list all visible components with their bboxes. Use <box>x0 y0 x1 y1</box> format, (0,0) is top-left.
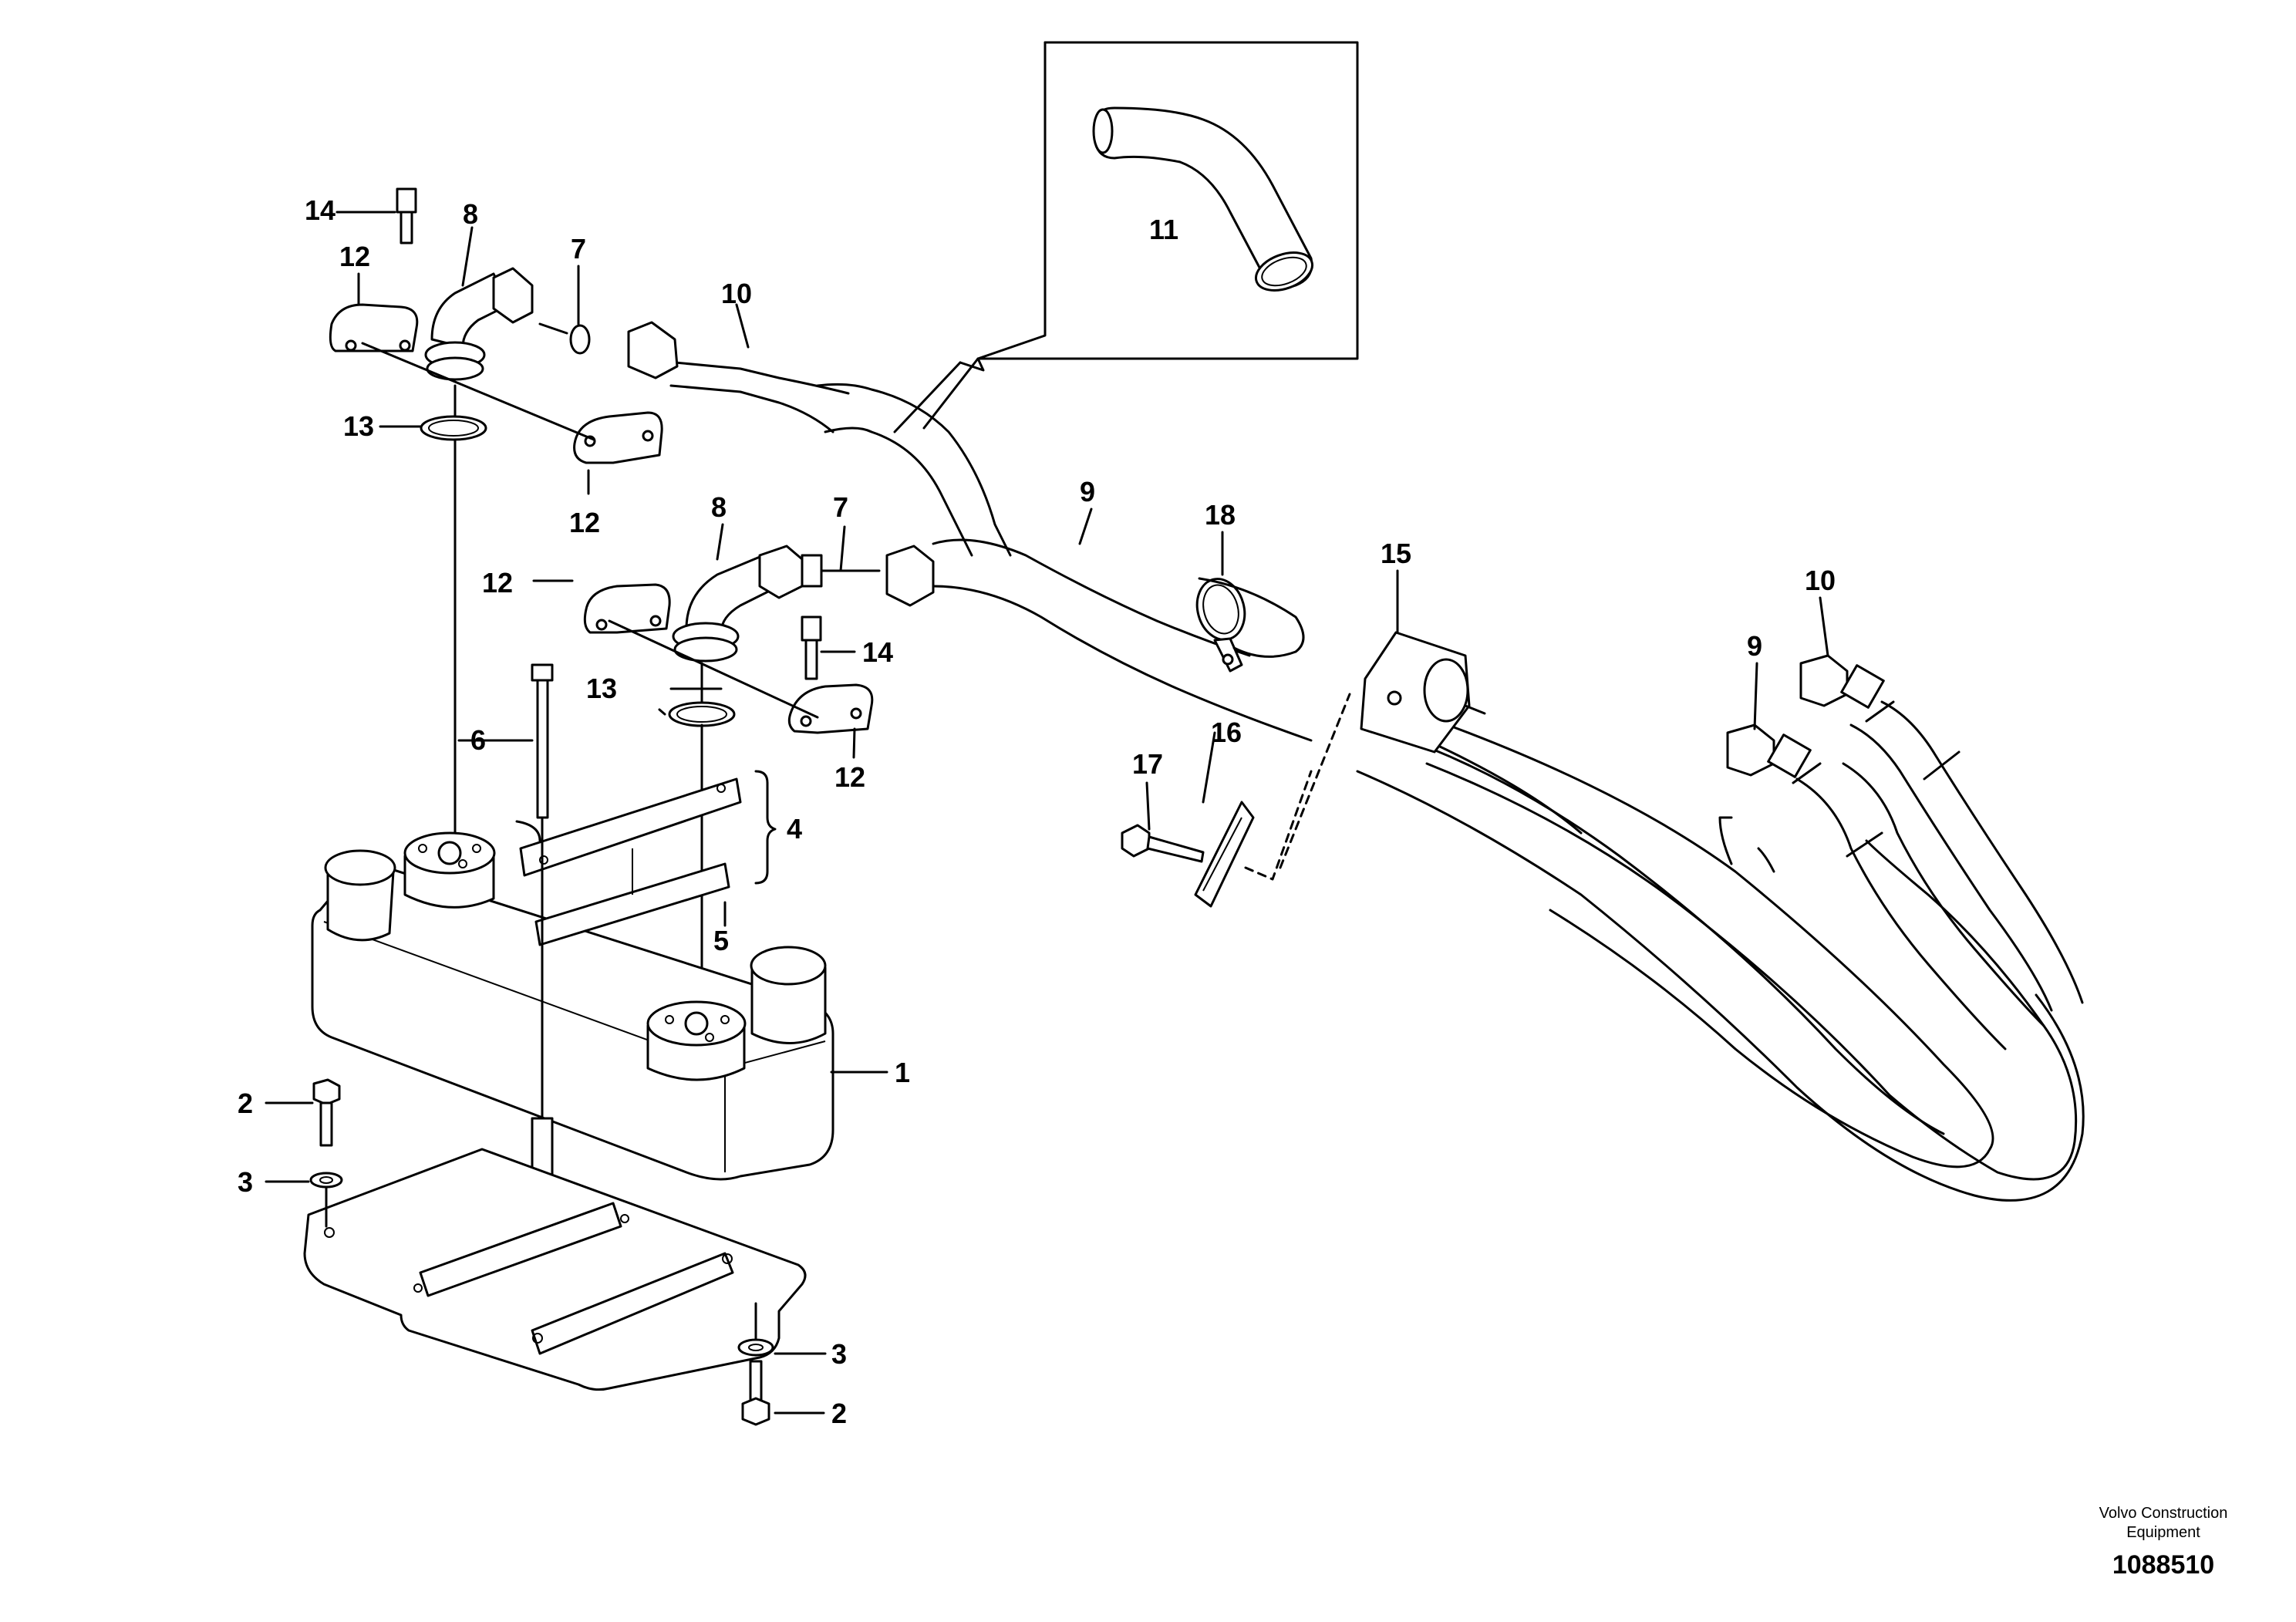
hose-assembly-9-10 <box>669 361 2085 1202</box>
callout-12-mid: 12 <box>569 507 600 538</box>
hose-clip-18 <box>1195 577 1305 673</box>
inset-detail-hose-11 <box>893 41 1359 433</box>
callout-15: 15 <box>1381 538 1411 569</box>
callout-14-top: 14 <box>305 194 335 226</box>
bracket-16 <box>1194 693 1351 908</box>
callout-14-lower: 14 <box>862 636 893 668</box>
callout-9-top: 9 <box>1080 476 1095 508</box>
callout-6: 6 <box>470 724 486 756</box>
clamp-15 <box>1360 631 1486 754</box>
callout-10-top: 10 <box>721 278 752 309</box>
callout-3-right: 3 <box>831 1338 847 1370</box>
callout-1: 1 <box>895 1057 910 1088</box>
plate-5 <box>534 848 730 946</box>
leader-lines <box>265 211 1829 1415</box>
brace-4 <box>754 770 777 885</box>
callout-16: 16 <box>1211 717 1242 748</box>
callout-2-right: 2 <box>831 1398 847 1429</box>
callout-18: 18 <box>1205 499 1236 531</box>
oil-cooler-1 <box>311 831 834 1181</box>
callout-5: 5 <box>713 925 729 956</box>
callout-12-left: 12 <box>482 567 513 599</box>
bolt-washer-left <box>309 1078 343 1228</box>
bolt-washer-right <box>737 1302 774 1426</box>
brand-line-2: Equipment <box>2126 1524 2200 1541</box>
callout-12-lower: 12 <box>834 761 865 793</box>
callout-12-topleft: 12 <box>339 241 370 272</box>
callout-7-top: 7 <box>571 233 586 265</box>
callout-13-top: 13 <box>343 410 374 442</box>
callout-13-lower: 13 <box>586 673 617 704</box>
upper-fitting-group <box>329 187 679 850</box>
callout-11: 11 <box>1149 214 1178 245</box>
callout-labels: 14 8 7 10 12 13 12 11 8 7 9 18 15 10 9 1… <box>238 194 1836 1429</box>
callout-8-lower: 8 <box>711 491 727 523</box>
callout-2-left: 2 <box>238 1088 253 1119</box>
lower-fitting-group <box>583 545 935 1027</box>
footer-brand: Volvo Construction Equipment 1088510 <box>2099 1505 2228 1580</box>
callout-4: 4 <box>787 813 802 845</box>
callout-7-lower: 7 <box>833 491 848 523</box>
bolt-17 <box>1121 824 1205 863</box>
brand-line-1: Volvo Construction <box>2099 1505 2228 1522</box>
plate-4 <box>519 777 742 877</box>
callout-17: 17 <box>1132 748 1163 780</box>
doc-number: 1088510 <box>2112 1550 2214 1580</box>
callout-10-right: 10 <box>1805 565 1836 596</box>
callout-9-right: 9 <box>1747 630 1762 662</box>
mounting-plate <box>303 1148 807 1391</box>
callout-8-top: 8 <box>463 198 478 230</box>
callout-3-left: 3 <box>238 1166 253 1198</box>
